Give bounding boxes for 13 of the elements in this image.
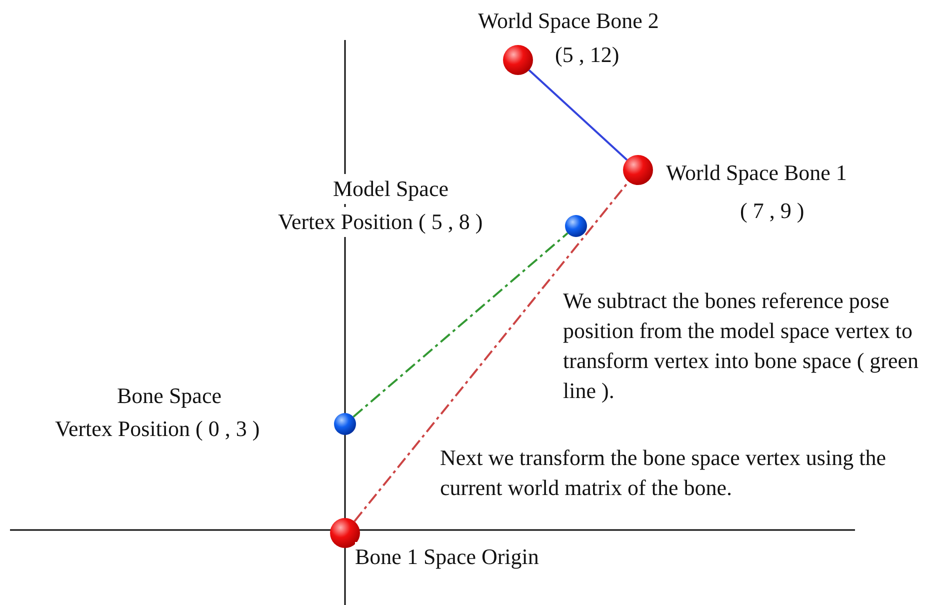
connector-line	[354, 181, 630, 522]
point-label: Bone 1 Space Origin	[355, 542, 539, 572]
bone-sphere	[503, 45, 533, 75]
connector-line	[352, 232, 568, 418]
note-text: Next we transform the bone space vertex using the current world matrix of the bone.	[440, 444, 887, 502]
vertex-sphere	[334, 413, 356, 435]
note-text: We subtract the bones reference pose position from the model space vertex to transform vertex into bone space ( green line ).	[563, 287, 920, 405]
point-label: Model Space	[333, 174, 448, 204]
bone-sphere	[623, 155, 653, 185]
vertex-sphere	[565, 215, 587, 237]
point-label: Vertex Position ( 5 , 8 )	[278, 207, 483, 237]
bone-sphere	[330, 518, 360, 548]
connector-line	[528, 69, 628, 161]
